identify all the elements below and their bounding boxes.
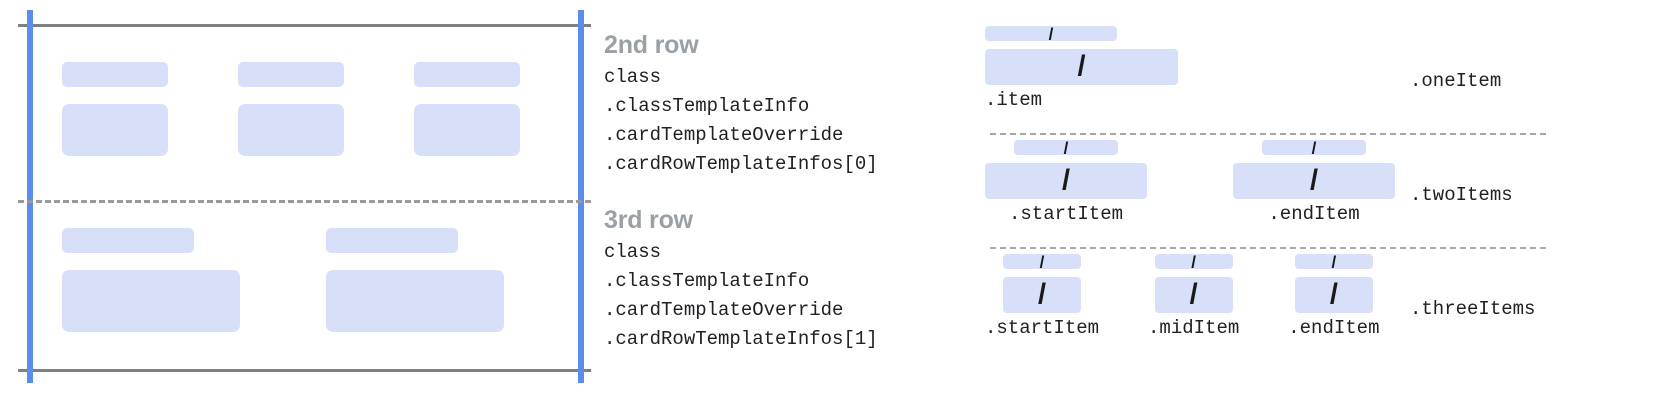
card-cell bbox=[62, 228, 298, 332]
item-bar: / bbox=[1154, 254, 1233, 269]
annotation-code-line: class bbox=[604, 241, 662, 263]
card-row-preview-frame bbox=[0, 0, 600, 412]
item-bar: / bbox=[1262, 140, 1366, 155]
card-row-2 bbox=[62, 62, 562, 156]
slash-icon: / bbox=[1309, 164, 1319, 197]
item-label: .midItem bbox=[1148, 317, 1240, 339]
annotation-code-line: .cardTemplateOverride bbox=[604, 124, 844, 146]
placeholder-bar bbox=[326, 228, 458, 253]
slash-icon: / bbox=[1191, 254, 1197, 269]
slash-icon: / bbox=[1331, 254, 1337, 269]
slash-icon: / bbox=[1048, 26, 1054, 41]
slash-icon: / bbox=[1077, 50, 1086, 83]
slash-icon: / bbox=[1061, 164, 1071, 197]
item-column: / / .item bbox=[985, 26, 1178, 111]
frame-top-border bbox=[18, 24, 591, 27]
item-box: / bbox=[985, 163, 1147, 199]
variant-three-items: / / .startItem / / .midItem bbox=[985, 254, 1535, 339]
variant-two-items: / / .startItem / / .endItem bbox=[985, 140, 1513, 225]
annotation-code-line: .cardRowTemplateInfos[1] bbox=[604, 328, 878, 350]
variant-name: .threeItems bbox=[1410, 298, 1536, 320]
item-bar: / bbox=[1294, 254, 1373, 269]
item-bar: / bbox=[1003, 254, 1082, 269]
placeholder-box bbox=[414, 104, 520, 156]
card-row-3 bbox=[62, 228, 562, 332]
placeholder-bar bbox=[62, 228, 194, 253]
slash-icon: / bbox=[1311, 140, 1317, 155]
annotation-row-2: 2nd row class .classTemplateInfo .cardTe… bbox=[604, 30, 878, 179]
variant-name: .oneItem bbox=[1410, 70, 1502, 92]
item-box: / bbox=[1154, 277, 1233, 313]
variant-divider-dashed bbox=[990, 133, 1546, 135]
annotation-code-line: .cardRowTemplateInfos[0] bbox=[604, 153, 878, 175]
placeholder-box bbox=[238, 104, 344, 156]
slash-icon: / bbox=[1037, 278, 1047, 311]
placeholder-box bbox=[62, 270, 240, 332]
variant-items: / / .startItem / / .endItem bbox=[985, 140, 1395, 225]
item-box: / bbox=[1233, 163, 1395, 199]
placeholder-bar bbox=[238, 62, 344, 87]
item-bar: / bbox=[1014, 140, 1118, 155]
item-box: / bbox=[1003, 277, 1082, 313]
item-column: / / .endItem bbox=[1233, 140, 1395, 225]
annotation-row-3: 3rd row class .classTemplateInfo .cardTe… bbox=[604, 205, 878, 354]
annotation-code-line: .classTemplateInfo bbox=[604, 95, 810, 117]
placeholder-bar bbox=[414, 62, 520, 87]
annotation-code-line: .cardTemplateOverride bbox=[604, 299, 844, 321]
placeholder-bar bbox=[62, 62, 168, 87]
card-cell bbox=[414, 62, 562, 156]
item-variants-panel: / / .item .oneItem / / bbox=[985, 0, 1676, 412]
annotation-code-line: class bbox=[604, 66, 662, 88]
card-cell bbox=[62, 62, 210, 156]
annotation-code-line: .classTemplateInfo bbox=[604, 270, 810, 292]
annotation-heading: 3rd row bbox=[604, 206, 693, 234]
variant-one-item: / / .item .oneItem bbox=[985, 26, 1501, 111]
variant-divider-dashed bbox=[990, 247, 1546, 249]
item-column: / / .endItem bbox=[1288, 254, 1379, 339]
item-box: / bbox=[985, 49, 1178, 85]
slash-icon: / bbox=[1063, 140, 1069, 155]
item-label: .startItem bbox=[985, 317, 1100, 339]
item-bar: / bbox=[985, 26, 1117, 41]
frame-bottom-border bbox=[18, 369, 591, 372]
item-label: .endItem bbox=[1288, 317, 1380, 339]
item-label: .endItem bbox=[1268, 203, 1360, 225]
item-label: .startItem bbox=[1008, 203, 1124, 225]
frame-left-guide bbox=[27, 10, 33, 383]
variant-name: .twoItems bbox=[1410, 184, 1513, 206]
placeholder-box bbox=[62, 104, 168, 156]
item-label: .item bbox=[985, 89, 1043, 111]
item-column: / / .midItem bbox=[1148, 254, 1239, 339]
card-cell bbox=[238, 62, 386, 156]
frame-right-guide bbox=[578, 10, 584, 383]
slash-icon: / bbox=[1039, 254, 1045, 269]
placeholder-box bbox=[326, 270, 504, 332]
variant-items: / / .item bbox=[985, 26, 1178, 111]
card-cell bbox=[326, 228, 562, 332]
annotation-heading: 2nd row bbox=[604, 31, 699, 59]
item-column: / / .startItem bbox=[985, 254, 1099, 339]
slash-icon: / bbox=[1189, 278, 1198, 311]
variant-items: / / .startItem / / .midItem bbox=[985, 254, 1379, 339]
item-box: / bbox=[1294, 277, 1373, 313]
slash-icon: / bbox=[1329, 278, 1338, 311]
row-divider-dashed bbox=[18, 200, 591, 203]
item-column: / / .startItem bbox=[985, 140, 1147, 225]
